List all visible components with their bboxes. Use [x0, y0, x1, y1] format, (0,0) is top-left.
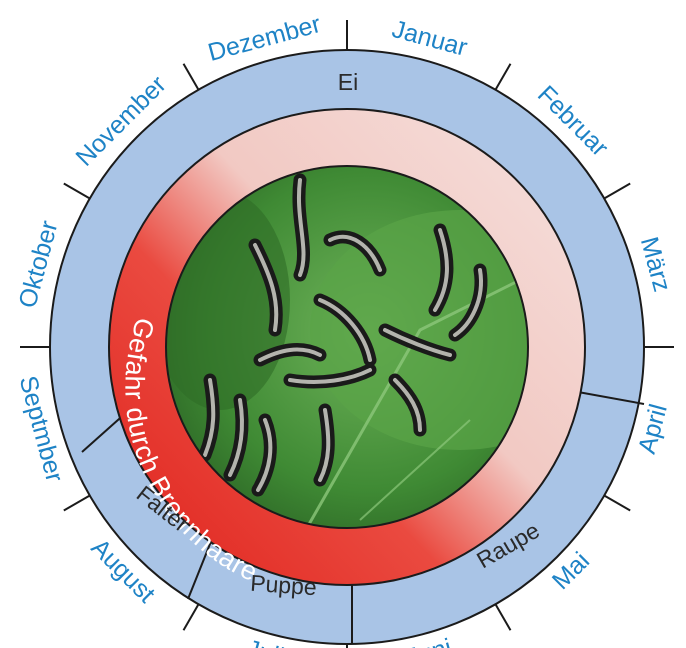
month-label-2: März	[635, 234, 676, 295]
month-label-3: April	[633, 401, 673, 457]
month-tick-7	[184, 604, 199, 630]
month-tick-5	[496, 604, 511, 630]
month-tick-4	[604, 496, 630, 511]
month-tick-10	[64, 184, 90, 199]
phase-egg: Ei	[338, 69, 358, 95]
phase-pupa: Puppe	[249, 570, 317, 601]
month-tick-8	[64, 496, 90, 511]
month-tick-11	[184, 64, 199, 90]
month-tick-2	[604, 184, 630, 199]
month-tick-1	[496, 64, 511, 90]
